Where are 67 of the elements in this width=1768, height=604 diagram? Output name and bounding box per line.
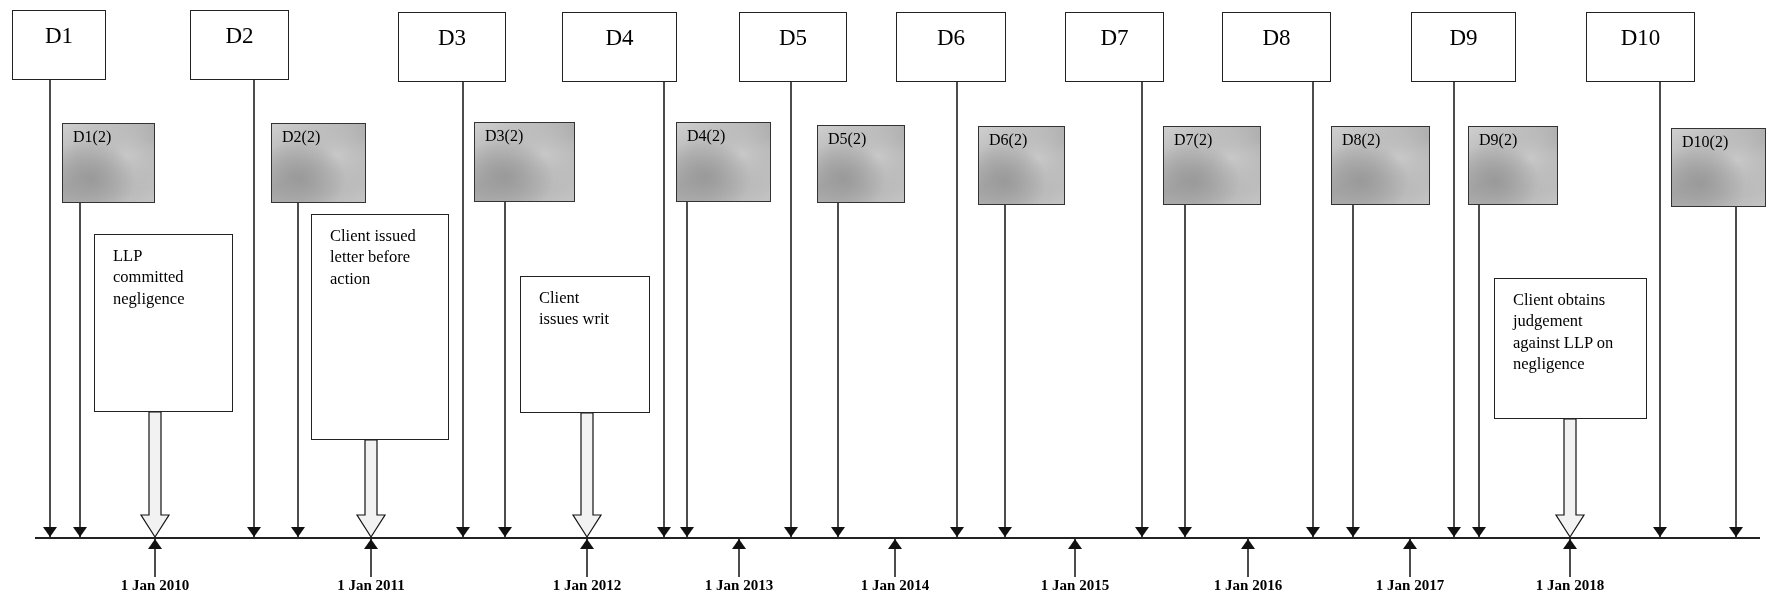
arrow <box>1178 204 1192 538</box>
block-arrow <box>139 411 171 539</box>
label-box: D8 <box>1222 12 1331 82</box>
label-box: D1 <box>12 10 106 80</box>
date-label: 1 Jan 2013 <box>689 577 789 594</box>
block-arrow <box>355 439 387 539</box>
arrow <box>950 81 964 538</box>
textured-label-box: D4(2) <box>676 122 771 202</box>
event-box: Client issued letter before action <box>311 214 449 440</box>
date-label: 1 Jan 2015 <box>1025 577 1125 594</box>
arrow <box>498 201 512 538</box>
textured-label-box: D1(2) <box>62 123 155 203</box>
event-box: LLP committed negligence <box>94 234 233 412</box>
arrow <box>732 538 746 578</box>
textured-label-box: D7(2) <box>1163 126 1261 205</box>
date-label: 1 Jan 2018 <box>1520 577 1620 594</box>
arrow <box>1653 81 1667 538</box>
arrow <box>784 81 798 538</box>
label-box: D7 <box>1065 12 1164 82</box>
arrow <box>364 538 378 578</box>
textured-label-box: D9(2) <box>1468 126 1558 205</box>
label-box: D9 <box>1411 12 1516 82</box>
arrow <box>1447 81 1461 538</box>
label-box: D5 <box>739 12 847 82</box>
arrow <box>73 202 87 538</box>
date-label: 1 Jan 2014 <box>845 577 945 594</box>
textured-label-box: D10(2) <box>1671 128 1766 207</box>
arrow <box>1403 538 1417 578</box>
arrow <box>43 79 57 538</box>
date-label: 1 Jan 2010 <box>105 577 205 594</box>
arrow <box>1346 204 1360 538</box>
label-box: D4 <box>562 12 677 82</box>
timeline-axis <box>35 537 1760 539</box>
arrow <box>657 81 671 538</box>
arrow <box>148 538 162 578</box>
arrow <box>247 79 261 538</box>
date-label: 1 Jan 2011 <box>321 577 421 594</box>
label-box: D10 <box>1586 12 1695 82</box>
block-arrow <box>1554 418 1586 539</box>
event-box: Client issues writ <box>520 276 650 413</box>
textured-label-box: D3(2) <box>474 122 575 202</box>
date-label: 1 Jan 2012 <box>537 577 637 594</box>
label-box: D3 <box>398 12 506 82</box>
arrow <box>680 201 694 538</box>
label-box: D6 <box>896 12 1006 82</box>
arrow <box>1306 81 1320 538</box>
arrow <box>291 202 305 538</box>
arrow <box>1729 206 1743 538</box>
arrow <box>1241 538 1255 578</box>
arrow <box>888 538 902 578</box>
label-box: D2 <box>190 10 289 80</box>
arrow <box>998 204 1012 538</box>
date-label: 1 Jan 2016 <box>1198 577 1298 594</box>
arrow <box>1472 204 1486 538</box>
textured-label-box: D6(2) <box>978 126 1065 205</box>
arrow <box>1135 81 1149 538</box>
date-label: 1 Jan 2017 <box>1360 577 1460 594</box>
arrow <box>1563 538 1577 578</box>
textured-label-box: D2(2) <box>271 123 366 203</box>
arrow <box>831 202 845 538</box>
block-arrow <box>571 412 603 539</box>
arrow <box>456 81 470 538</box>
textured-label-box: D5(2) <box>817 125 905 203</box>
arrow <box>1068 538 1082 578</box>
event-box: Client obtains judgement against LLP on negligence <box>1494 278 1647 419</box>
textured-label-box: D8(2) <box>1331 126 1430 205</box>
arrow <box>580 538 594 578</box>
